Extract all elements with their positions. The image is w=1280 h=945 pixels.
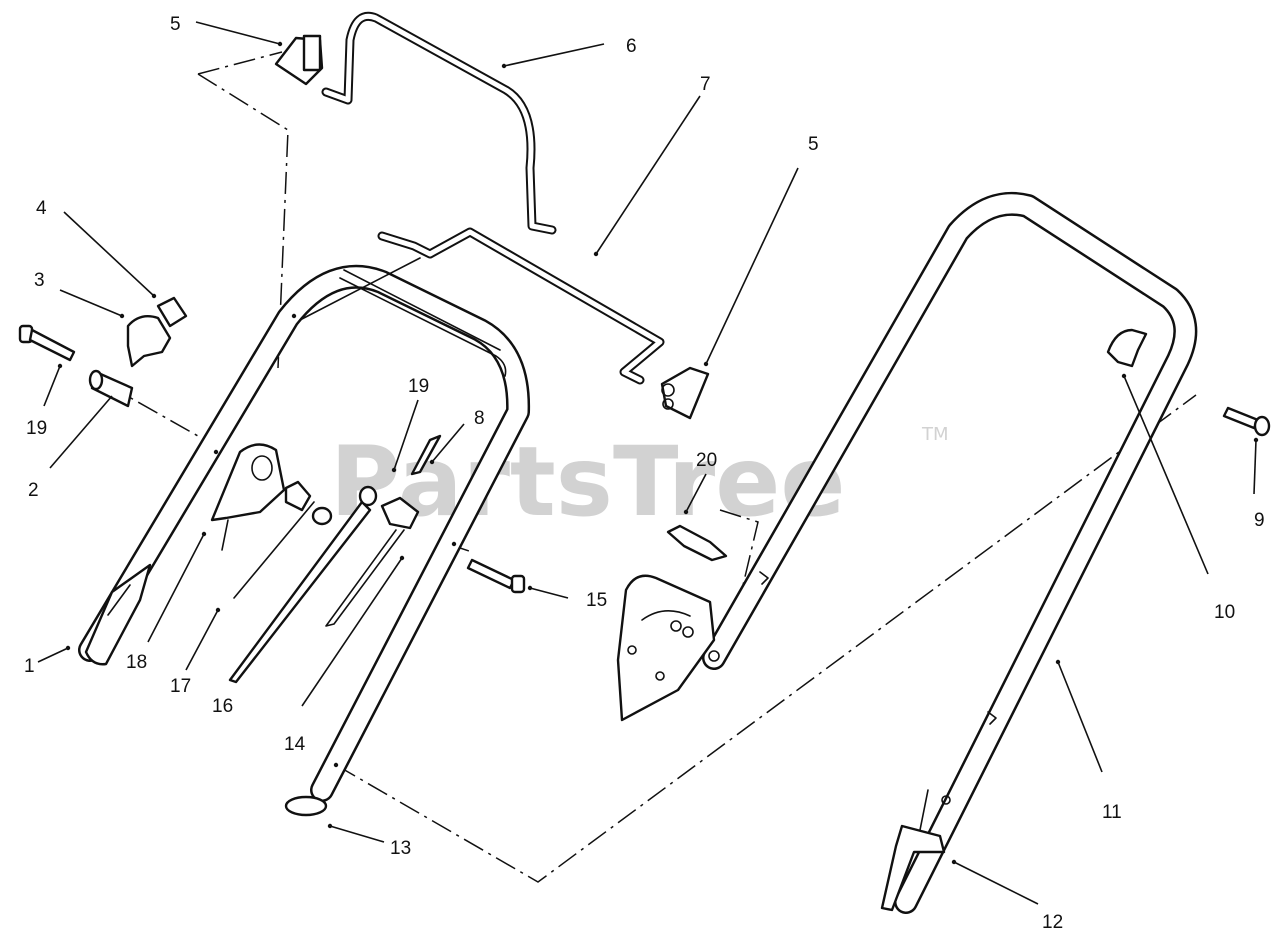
callout-4: 4 xyxy=(36,198,47,219)
part-3-knob xyxy=(126,315,172,368)
trademark-mark: TM xyxy=(921,424,949,445)
part-19-bolt-left xyxy=(18,324,76,362)
callout-7: 7 xyxy=(700,74,711,95)
callout-2: 2 xyxy=(28,480,39,501)
lower-handle-right xyxy=(702,191,1198,914)
part-10-wing-knob xyxy=(1106,328,1148,368)
callout-5-right: 5 xyxy=(808,134,819,155)
callout-5-top: 5 xyxy=(170,14,181,35)
part-18-cable-guide xyxy=(210,443,286,551)
callout-12: 12 xyxy=(1042,912,1063,933)
part-8-strap xyxy=(325,434,442,627)
part-20-height-plate xyxy=(616,524,728,722)
callout-15: 15 xyxy=(586,590,607,611)
part-15-bolt xyxy=(466,558,526,594)
callout-1: 1 xyxy=(24,656,35,677)
leader-lines xyxy=(37,21,1257,905)
partstree-watermark: PartsTree xyxy=(330,426,845,538)
leader-dots xyxy=(57,41,1259,865)
callout-11: 11 xyxy=(1102,802,1122,823)
part-16-cable xyxy=(228,485,378,684)
callout-10: 10 xyxy=(1214,602,1235,623)
part-2-spacer xyxy=(88,369,134,408)
callout-6: 6 xyxy=(626,36,637,57)
callout-19-left: 19 xyxy=(26,418,47,439)
callout-9: 9 xyxy=(1254,510,1265,531)
callout-20: 20 xyxy=(696,450,717,471)
part-7-control-rod xyxy=(299,227,665,385)
part-9-bolt xyxy=(1222,406,1271,437)
part-17-clip xyxy=(233,480,333,599)
callout-18: 18 xyxy=(126,652,147,673)
callout-13: 13 xyxy=(390,838,411,859)
callout-3: 3 xyxy=(34,270,45,291)
callout-16: 16 xyxy=(212,696,233,717)
part-5-bracket-right xyxy=(660,366,710,420)
callout-8: 8 xyxy=(474,408,485,429)
part-6-control-bail xyxy=(321,11,557,235)
part-12-mount-bracket xyxy=(880,789,946,912)
callout-19-center: 19 xyxy=(408,376,429,397)
callout-17: 17 xyxy=(170,676,191,697)
callout-labels: 5 6 7 5 4 3 19 2 19 8 20 9 10 15 1 18 17… xyxy=(24,14,1265,933)
callout-14: 14 xyxy=(284,734,306,755)
part-5-bracket-top xyxy=(274,34,324,86)
part-4-nut xyxy=(156,296,188,328)
